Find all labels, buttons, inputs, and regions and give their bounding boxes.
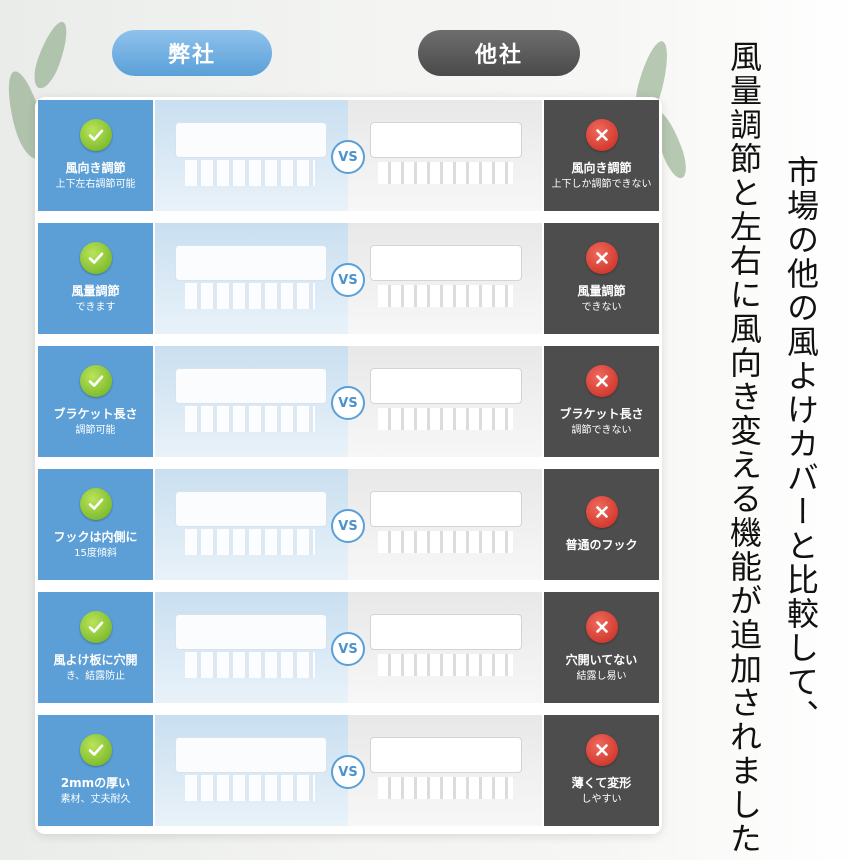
- vs-badge: VS: [331, 140, 365, 174]
- other-feature-title: 穴開いてない: [565, 653, 638, 667]
- other-feature-cell: 穴開いてない結露し易い: [544, 592, 659, 703]
- ours-feature-subtitle: 15度傾斜: [74, 548, 117, 559]
- check-icon: [79, 365, 112, 397]
- other-product-photo: [348, 100, 542, 211]
- ours-feature-subtitle: 素材、丈夫耐久: [60, 794, 131, 805]
- comparison-row: 風よけ板に穴開き、結露防止 VS 穴開いてない結露し易い: [35, 589, 662, 706]
- ours-feature-cell: 風よけ板に穴開き、結露防止: [38, 592, 153, 703]
- comparison-row: フックは内側に 15度傾斜 VS 普通のフック: [35, 466, 662, 583]
- cross-icon: [585, 119, 618, 151]
- side-caption-line-1: 風量調節と左右に風向き変える機能が追加されました: [725, 40, 763, 856]
- check-icon: [79, 119, 112, 151]
- comparison-row: 風向き調節上下左右調節可能 VS 風向き調節上下しか調節できない: [35, 97, 662, 214]
- comparison-row: 風量調節できます VS 風量調節できない: [35, 220, 662, 337]
- ours-feature-title: 風よけ板に穴開: [53, 653, 138, 667]
- other-feature-title: 風量調節: [577, 284, 626, 298]
- side-caption-line-2: 市場の他の風よけカバーと比較して、: [782, 155, 820, 733]
- vs-badge: VS: [331, 755, 365, 789]
- other-product-photo: [348, 715, 542, 826]
- other-feature-subtitle: できない: [581, 302, 622, 313]
- ours-product-photo: [155, 346, 348, 457]
- other-feature-title: 風向き調節: [571, 161, 632, 175]
- other-feature-cell: 普通のフック: [544, 469, 659, 580]
- other-feature-cell: 風量調節できない: [544, 223, 659, 334]
- other-product-photo: [348, 223, 542, 334]
- check-icon: [79, 734, 112, 766]
- cross-icon: [585, 365, 618, 397]
- ours-feature-cell: フックは内側に 15度傾斜: [38, 469, 153, 580]
- ours-product-photo: [155, 715, 348, 826]
- ours-feature-title: 風量調節: [71, 284, 120, 298]
- other-feature-cell: 風向き調節上下しか調節できない: [544, 100, 659, 211]
- other-feature-subtitle: 調節できない: [571, 425, 632, 436]
- other-feature-subtitle: 結露し易い: [576, 671, 627, 682]
- other-feature-subtitle: 上下しか調節できない: [551, 179, 652, 190]
- ours-feature-title: フックは内側に: [53, 530, 138, 544]
- vs-badge: VS: [331, 632, 365, 666]
- other-feature-subtitle: しやすい: [581, 794, 622, 805]
- other-feature-cell: ブラケット長さ調節できない: [544, 346, 659, 457]
- ours-feature-cell: ブラケット長さ調節可能: [38, 346, 153, 457]
- ours-feature-subtitle: 上下左右調節可能: [55, 179, 136, 190]
- ours-header-pill: 弊社: [112, 30, 272, 76]
- other-feature-title: 普通のフック: [565, 537, 638, 552]
- ours-feature-subtitle: できます: [75, 302, 116, 313]
- cross-icon: [585, 734, 618, 766]
- vs-badge: VS: [331, 386, 365, 420]
- other-product-photo: [348, 346, 542, 457]
- other-feature-title: 薄くて変形: [571, 776, 632, 790]
- ours-feature-cell: 風量調節できます: [38, 223, 153, 334]
- vs-badge: VS: [331, 263, 365, 297]
- other-header-label: 他社: [474, 43, 523, 68]
- other-product-photo: [348, 592, 542, 703]
- check-icon: [79, 488, 112, 520]
- ours-product-photo: [155, 469, 348, 580]
- check-icon: [79, 611, 112, 643]
- ours-feature-subtitle: 調節可能: [75, 425, 116, 436]
- cross-icon: [585, 495, 618, 528]
- other-product-photo: [348, 469, 542, 580]
- cross-icon: [585, 242, 618, 274]
- other-feature-cell: 薄くて変形しやすい: [544, 715, 659, 826]
- ours-feature-title: 2mmの厚い: [60, 776, 131, 790]
- ours-feature-subtitle: き、結露防止: [65, 671, 126, 682]
- vs-badge: VS: [331, 509, 365, 543]
- ours-header-label: 弊社: [167, 43, 216, 68]
- other-feature-title: ブラケット長さ: [559, 407, 644, 421]
- ours-product-photo: [155, 223, 348, 334]
- ours-feature-cell: 2mmの厚い素材、丈夫耐久: [38, 715, 153, 826]
- check-icon: [79, 242, 112, 274]
- other-header-pill: 他社: [418, 30, 580, 76]
- ours-feature-title: 風向き調節: [65, 161, 126, 175]
- comparison-row: 2mmの厚い素材、丈夫耐久 VS 薄くて変形しやすい: [35, 712, 662, 829]
- cross-icon: [585, 611, 618, 643]
- ours-product-photo: [155, 592, 348, 703]
- ours-feature-cell: 風向き調節上下左右調節可能: [38, 100, 153, 211]
- ours-product-photo: [155, 100, 348, 211]
- ours-feature-title: ブラケット長さ: [53, 407, 138, 421]
